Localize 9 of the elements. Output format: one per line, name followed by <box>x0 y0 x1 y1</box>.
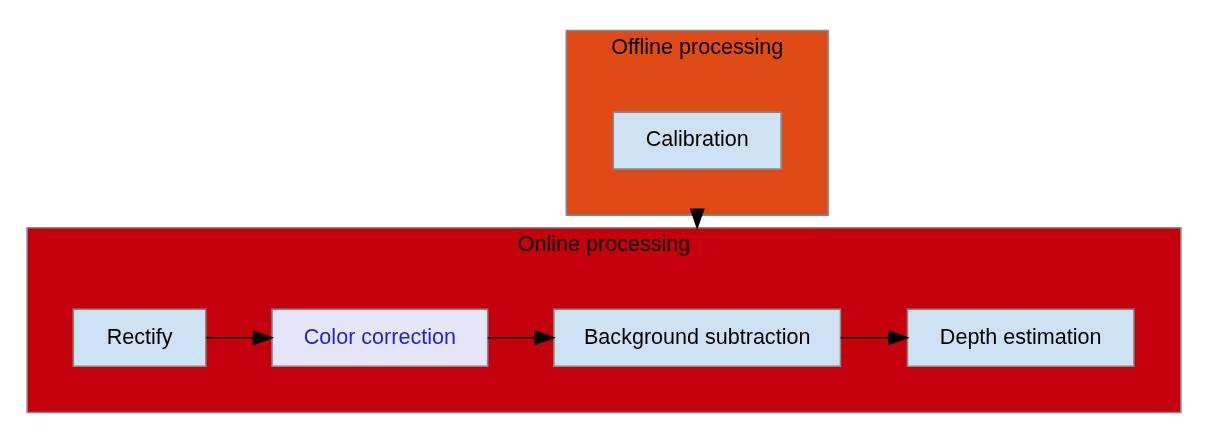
node-box: Depth estimation <box>906 308 1135 368</box>
arrow <box>839 330 910 346</box>
arrow <box>486 330 556 346</box>
node-box: Rectify <box>72 308 207 368</box>
arrow <box>205 330 275 346</box>
node-box: Calibration <box>612 111 782 170</box>
node-box: Background subtraction <box>553 308 842 368</box>
arrow <box>689 208 705 230</box>
node-box: Color correction <box>271 308 489 368</box>
